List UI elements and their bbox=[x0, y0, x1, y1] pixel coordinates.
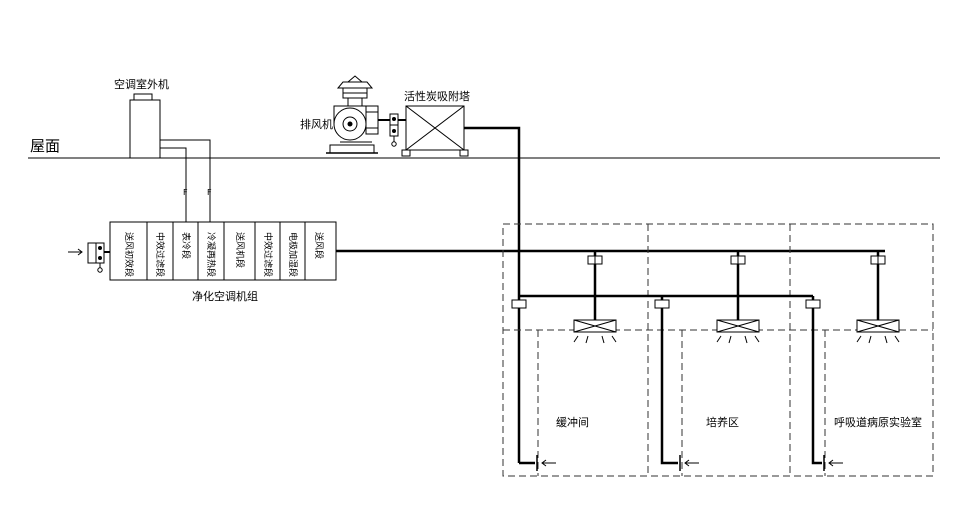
ahu-section: 中效过滤段 bbox=[154, 232, 166, 277]
ahu-section: 送风段 bbox=[313, 232, 325, 259]
pipe-mark-2: F bbox=[207, 188, 212, 197]
outdoor-unit-label: 空调室外机 bbox=[114, 77, 169, 91]
supply-branches bbox=[573, 251, 900, 344]
exhaust-fan-label: 排风机 bbox=[300, 117, 333, 131]
exhaust-main-duct bbox=[464, 126, 521, 463]
ahu-unit: 送风初效段 中效过滤段 表冷段 冷凝再热段 送风机段 中效过滤段 电极加湿段 送… bbox=[109, 221, 337, 281]
exhaust-dampers bbox=[511, 299, 821, 309]
exhaust-branches bbox=[519, 294, 822, 465]
ahu-section: 表冷段 bbox=[180, 232, 192, 259]
ahu-section: 中效过滤段 bbox=[262, 232, 274, 277]
ahu-section: 冷凝再热段 bbox=[205, 232, 217, 277]
exhaust-fan bbox=[326, 75, 390, 154]
exhaust-damper bbox=[389, 113, 406, 147]
ahu-section: 送风初效段 bbox=[123, 232, 135, 277]
carbon-tower bbox=[401, 105, 469, 157]
room-label-culture: 培养区 bbox=[706, 415, 739, 429]
ahu-section: 送风机段 bbox=[234, 232, 246, 268]
pipe-mark-1: F bbox=[183, 188, 188, 197]
ahu-section: 电极加湿段 bbox=[287, 232, 299, 277]
roof-label: 屋面 bbox=[30, 137, 60, 155]
room-label-lab: 呼吸道病原实验室 bbox=[834, 415, 922, 429]
room-boundaries bbox=[502, 223, 934, 477]
intake-damper bbox=[68, 242, 110, 273]
carbon-tower-label: 活性炭吸附塔 bbox=[404, 89, 470, 103]
room-label-buffer: 缓冲间 bbox=[556, 415, 589, 429]
ahu-label: 净化空调机组 bbox=[192, 289, 258, 303]
exhaust-grilles bbox=[536, 455, 843, 471]
outdoor-unit: F F bbox=[129, 93, 212, 222]
